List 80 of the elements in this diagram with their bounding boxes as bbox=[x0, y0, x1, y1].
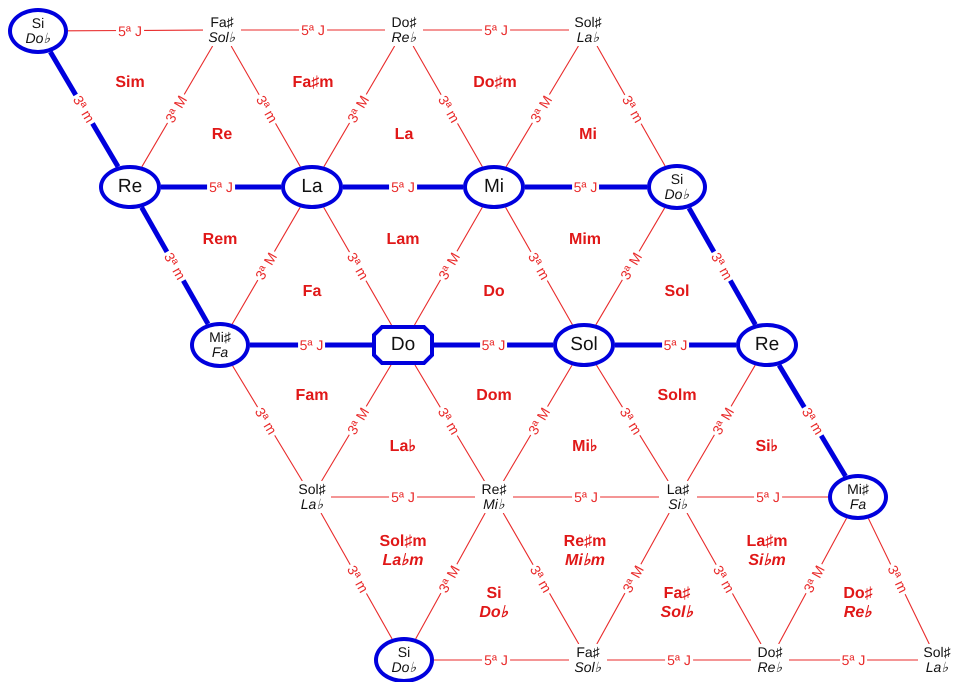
chord-label: Mim bbox=[569, 232, 601, 248]
chord-label: Sol bbox=[664, 284, 690, 300]
enharmonic-note-name: Sol♭ bbox=[208, 30, 236, 45]
enharmonic-note-name: Mi♭ bbox=[483, 497, 505, 512]
interval-label: 5ª J bbox=[482, 653, 510, 667]
note-name: Re bbox=[118, 177, 142, 197]
enharmonic-note-name: Sol♭ bbox=[574, 660, 602, 675]
interval-label: 5ª J bbox=[572, 490, 600, 504]
interval-label: 5ª J bbox=[389, 180, 417, 194]
chord-label: Mi♭ bbox=[572, 439, 598, 455]
enharmonic-note-name: Fa bbox=[850, 497, 866, 512]
enharmonic-note-name: Do♭ bbox=[392, 660, 416, 675]
interval-label: 5ª J bbox=[665, 653, 693, 667]
note-name: Do♯ bbox=[758, 645, 782, 660]
chord-label: La♯m bbox=[746, 534, 788, 550]
enharmonic-note-name: La♭ bbox=[300, 497, 324, 512]
interval-label: 5ª J bbox=[389, 490, 417, 504]
chord-label: Do♯ bbox=[843, 586, 873, 602]
chord-label: Do♯m bbox=[473, 75, 517, 91]
interval-label: 5ª J bbox=[299, 23, 327, 37]
note-name: Si bbox=[32, 16, 44, 31]
chord-label: La♭m bbox=[382, 553, 424, 569]
note-name: Si bbox=[670, 172, 684, 187]
chord-label: Fa♯ bbox=[664, 586, 690, 602]
note-name: Si bbox=[398, 645, 410, 660]
enharmonic-note-name: La♭ bbox=[926, 660, 948, 675]
chord-label: Sim bbox=[115, 75, 145, 91]
note-octagon bbox=[372, 325, 434, 365]
interval-label: 5ª J bbox=[754, 490, 782, 504]
enharmonic-note-name: Do♭ bbox=[26, 31, 50, 46]
chord-label: Mi bbox=[579, 127, 597, 143]
note-name: Sol♯ bbox=[574, 15, 602, 30]
interval-label: 5ª J bbox=[480, 338, 508, 352]
note-name: Do bbox=[390, 335, 416, 355]
interval-label: 5ª J bbox=[207, 180, 235, 194]
enharmonic-note-name: Do♭ bbox=[664, 187, 690, 202]
note-name: La♯ bbox=[666, 482, 690, 497]
note-name: Re bbox=[754, 335, 780, 355]
chord-label: Fa bbox=[302, 284, 322, 300]
enharmonic-note-name: La♭ bbox=[576, 30, 600, 45]
chord-label: Si♭m bbox=[748, 553, 786, 569]
chord-label: Mi♭m bbox=[565, 553, 605, 569]
interval-label: 5ª J bbox=[482, 23, 510, 37]
chord-label: Do♭ bbox=[479, 605, 509, 621]
note-name: Fa♯ bbox=[210, 15, 234, 30]
chord-label: Do bbox=[483, 284, 505, 300]
chord-label: Re♭ bbox=[844, 605, 872, 621]
note-name: Fa♯ bbox=[576, 645, 600, 660]
note-name: La bbox=[301, 177, 323, 197]
enharmonic-note-name: Si♭ bbox=[668, 497, 688, 512]
interval-label: 5ª J bbox=[116, 23, 144, 38]
chord-label: La bbox=[394, 127, 414, 143]
chord-label: Fam bbox=[296, 388, 328, 404]
chord-label: Sol♯m bbox=[379, 534, 427, 550]
note-name: Do♯ bbox=[392, 15, 416, 30]
note-name: Sol bbox=[570, 335, 598, 355]
chord-label: Dom bbox=[476, 388, 512, 404]
enharmonic-note-name: Re♭ bbox=[758, 660, 782, 675]
chord-label: Lam bbox=[386, 232, 420, 248]
chord-label: Si♭ bbox=[755, 439, 779, 455]
chord-label: Re bbox=[212, 127, 232, 143]
chord-label: Sol♭ bbox=[660, 605, 694, 621]
note-name: Sol♯ bbox=[298, 482, 326, 497]
chord-label: Fa♯m bbox=[292, 75, 334, 91]
interval-label: 5ª J bbox=[662, 338, 690, 352]
interval-label: 5ª J bbox=[298, 338, 326, 352]
note-name: Mi♯ bbox=[209, 330, 231, 345]
chord-label: Solm bbox=[657, 388, 697, 404]
chord-label: Re♯m bbox=[564, 534, 606, 550]
interval-label: 5ª J bbox=[572, 180, 600, 194]
note-name: Sol♯ bbox=[923, 645, 951, 660]
interval-label: 5ª J bbox=[840, 653, 868, 667]
chord-label: La♭ bbox=[390, 439, 416, 455]
enharmonic-note-name: Fa bbox=[212, 345, 228, 360]
enharmonic-note-name: Re♭ bbox=[392, 30, 416, 45]
chord-label: Si bbox=[486, 586, 502, 602]
note-name: Mi♯ bbox=[847, 482, 869, 497]
chord-label: Rem bbox=[202, 232, 238, 248]
note-name: Mi bbox=[484, 177, 504, 197]
note-name: Re♯ bbox=[482, 482, 506, 497]
